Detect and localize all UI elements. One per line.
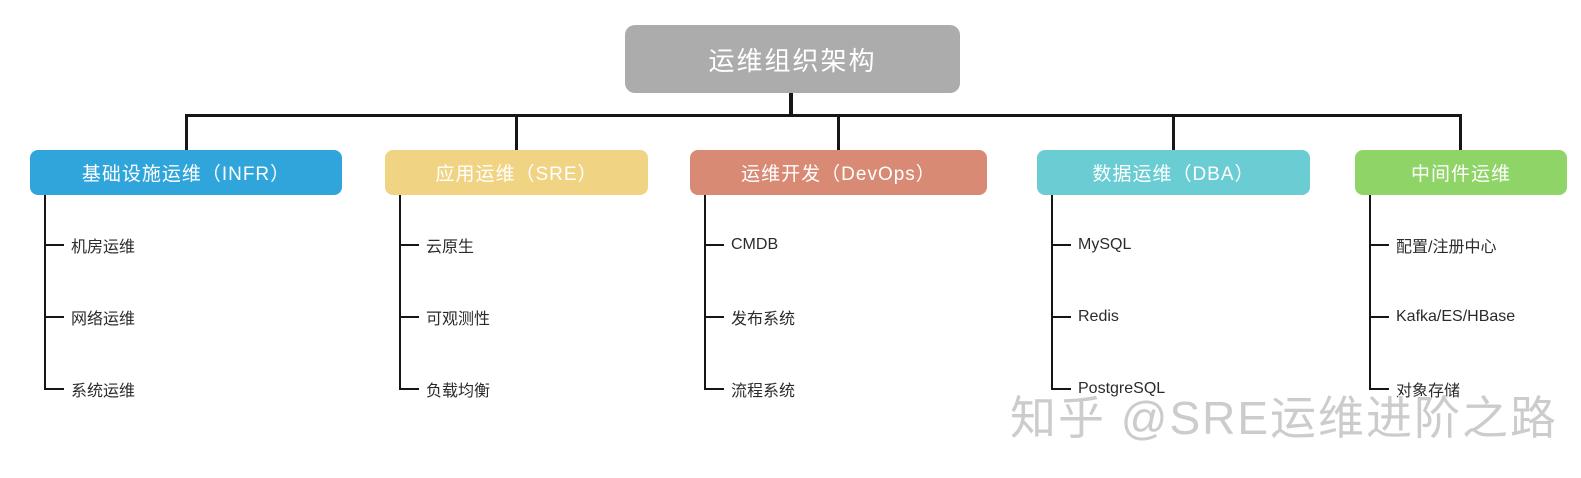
child-node: 发布系统 bbox=[704, 306, 795, 328]
root-node: 运维组织架构 bbox=[625, 25, 960, 93]
branch-tick bbox=[44, 244, 64, 246]
branch-tick bbox=[704, 388, 724, 390]
branch-tick bbox=[1051, 244, 1071, 246]
branch-header-devops: 运维开发（DevOps） bbox=[690, 150, 987, 195]
branch-header-sre: 应用运维（SRE） bbox=[385, 150, 648, 195]
child-node: 流程系统 bbox=[704, 378, 795, 400]
child-label: 可观测性 bbox=[426, 311, 491, 328]
child-label: 流程系统 bbox=[731, 383, 796, 400]
child-node: 负载均衡 bbox=[399, 378, 490, 400]
child-node: 机房运维 bbox=[44, 234, 135, 256]
child-label: PostgreSQL bbox=[1078, 380, 1166, 397]
child-label: MySQL bbox=[1078, 236, 1132, 253]
branch-vline bbox=[704, 195, 706, 389]
branch-vline bbox=[1051, 195, 1053, 389]
branch-vline bbox=[44, 195, 46, 389]
branch-tick bbox=[44, 388, 64, 390]
child-node: Kafka/ES/HBase bbox=[1369, 306, 1515, 328]
child-label: 网络运维 bbox=[71, 311, 136, 328]
child-node: 配置/注册中心 bbox=[1369, 234, 1496, 256]
branch-header-middleware: 中间件运维 bbox=[1355, 150, 1567, 195]
branch-tick bbox=[399, 388, 419, 390]
branch-vline bbox=[1369, 195, 1371, 389]
child-node: PostgreSQL bbox=[1051, 378, 1165, 400]
child-label: 发布系统 bbox=[731, 311, 796, 328]
branch-tick bbox=[1051, 388, 1071, 390]
branch-header-dba: 数据运维（DBA） bbox=[1037, 150, 1310, 195]
branch-tick bbox=[1369, 388, 1389, 390]
child-node: 云原生 bbox=[399, 234, 474, 256]
child-label: CMDB bbox=[731, 236, 779, 253]
child-label: 云原生 bbox=[426, 239, 475, 256]
connector-rail bbox=[185, 114, 1462, 117]
child-node: 网络运维 bbox=[44, 306, 135, 328]
child-label: 系统运维 bbox=[71, 383, 136, 400]
child-label: 机房运维 bbox=[71, 239, 136, 256]
branch-tick bbox=[399, 244, 419, 246]
child-label: Redis bbox=[1078, 308, 1119, 325]
child-node: 系统运维 bbox=[44, 378, 135, 400]
branch-tick bbox=[1051, 316, 1071, 318]
connector-drop-middleware bbox=[1459, 114, 1462, 151]
branch-tick bbox=[704, 244, 724, 246]
child-node: Redis bbox=[1051, 306, 1119, 328]
connector-drop-sre bbox=[515, 114, 518, 151]
child-node: 可观测性 bbox=[399, 306, 490, 328]
connector-root-stub bbox=[789, 93, 793, 115]
child-label: 对象存储 bbox=[1396, 383, 1461, 400]
connector-drop-devops bbox=[837, 114, 840, 151]
branch-tick bbox=[44, 316, 64, 318]
branch-tick bbox=[1369, 316, 1389, 318]
branch-vline bbox=[399, 195, 401, 389]
child-node: 对象存储 bbox=[1369, 378, 1460, 400]
branch-tick bbox=[399, 316, 419, 318]
child-label: 配置/注册中心 bbox=[1396, 239, 1497, 256]
child-node: MySQL bbox=[1051, 234, 1131, 256]
connector-drop-dba bbox=[1172, 114, 1175, 151]
child-label: 负载均衡 bbox=[426, 383, 491, 400]
watermark-text: 知乎 @SRE运维进阶之路 bbox=[1010, 392, 1559, 444]
connector-drop-infr bbox=[185, 114, 188, 151]
child-label: Kafka/ES/HBase bbox=[1396, 308, 1516, 325]
child-node: CMDB bbox=[704, 234, 778, 256]
branch-tick bbox=[704, 316, 724, 318]
branch-tick bbox=[1369, 244, 1389, 246]
branch-header-infr: 基础设施运维（INFR） bbox=[30, 150, 342, 195]
